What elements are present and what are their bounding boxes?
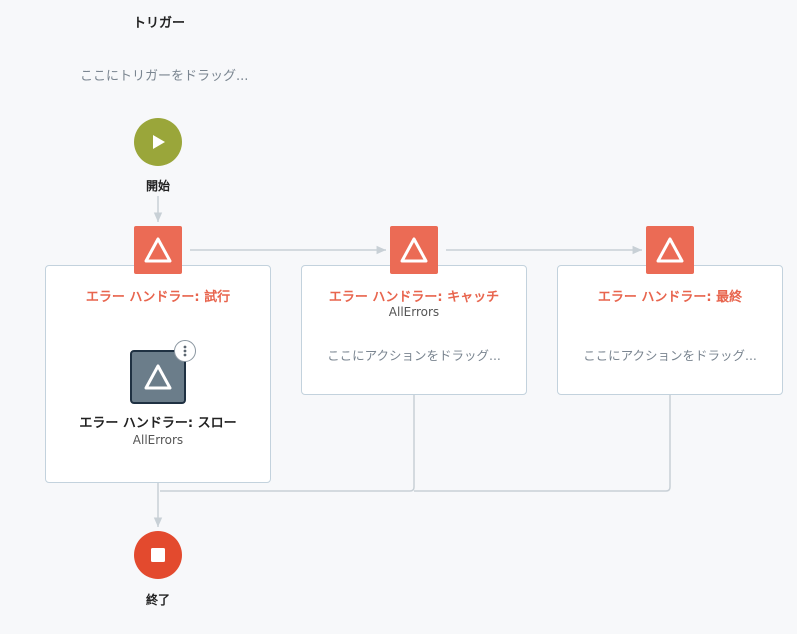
end-label: 終了 [145, 593, 170, 607]
error-handler-finally-title: エラー ハンドラー: 最終 [597, 290, 743, 305]
error-handler-catch-title: エラー ハンドラー: キャッチ [328, 290, 500, 305]
error-handler-try-title: エラー ハンドラー: 試行 [85, 290, 231, 305]
throw-action-label: エラー ハンドラー: スロー [79, 416, 237, 431]
connector-finally-merge [414, 395, 671, 492]
play-icon [153, 135, 165, 149]
warning-triangle-icon [400, 237, 428, 263]
throw-action-more-button[interactable] [174, 340, 196, 362]
stop-icon [151, 548, 165, 562]
error-handler-finally-box[interactable] [557, 265, 783, 395]
more-vertical-icon [183, 345, 187, 357]
error-handler-catch-box[interactable] [301, 265, 527, 395]
warning-triangle-icon [656, 237, 684, 263]
error-handler-finally-node[interactable] [646, 226, 694, 274]
start-node[interactable] [134, 118, 182, 166]
connector-catch-merge [160, 395, 415, 492]
error-handler-try-box[interactable] [45, 265, 271, 483]
warning-triangle-icon [144, 237, 172, 263]
warning-triangle-icon [144, 364, 172, 390]
trigger-drop-zone[interactable]: ここにトリガーをドラッグ... [80, 69, 249, 84]
error-handler-catch-subtitle: AllErrors [388, 305, 440, 319]
error-handler-catch-node[interactable] [390, 226, 438, 274]
trigger-title: トリガー [133, 16, 186, 31]
start-label: 開始 [145, 179, 170, 193]
finally-drop-zone[interactable]: ここにアクションをドラッグ... [583, 348, 757, 363]
error-handler-try-node[interactable] [134, 226, 182, 274]
end-node[interactable] [134, 531, 182, 579]
catch-drop-zone[interactable]: ここにアクションをドラッグ... [327, 348, 501, 363]
throw-action-subtitle: AllErrors [132, 433, 184, 447]
